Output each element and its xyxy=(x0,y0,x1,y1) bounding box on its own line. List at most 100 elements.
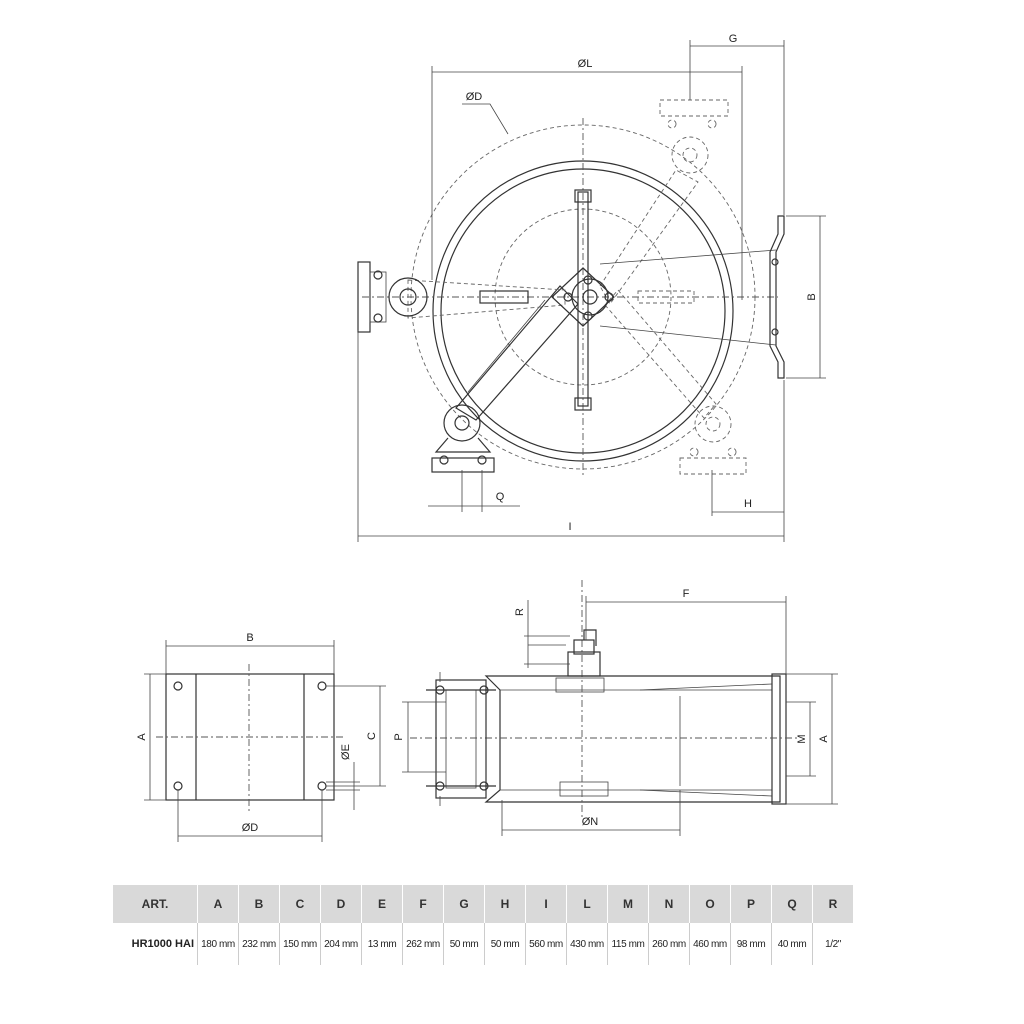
lower-right-pivot xyxy=(694,405,732,443)
table-header-cell: E xyxy=(361,885,403,923)
reel-body-taper-bottom xyxy=(639,789,773,797)
side-view: R F P M A ØN xyxy=(393,580,838,836)
table-header-cell: L xyxy=(566,885,608,923)
dim-label-f: F xyxy=(683,588,690,600)
spoke-left-hidden xyxy=(407,279,566,319)
spoke-lower-right-hidden xyxy=(604,289,717,419)
hub-bolt-2 xyxy=(604,292,614,302)
table-header-cell: R xyxy=(812,885,853,923)
dim-label-m: M xyxy=(796,734,808,743)
hub-bolt-3 xyxy=(583,275,593,285)
upper-right-mount-bolt-2 xyxy=(707,119,717,129)
dim-label-n: ØN xyxy=(582,816,599,828)
table-cell: 13 mm xyxy=(361,923,403,965)
table-cell: 50 mm xyxy=(484,923,526,965)
dim-leader-d xyxy=(462,103,509,135)
reel-body-taper-top xyxy=(639,683,773,691)
dim-label-r: R xyxy=(514,608,526,616)
lower-left-mount-bolt-1 xyxy=(439,455,449,465)
table-header-cell: Q xyxy=(771,885,813,923)
table-header-cell: C xyxy=(279,885,321,923)
table-cell: 260 mm xyxy=(648,923,690,965)
table-cell: 1/2" xyxy=(812,923,853,965)
side-mount-bolt-4 xyxy=(479,781,489,791)
upper-right-pivot-inner xyxy=(682,147,698,163)
dim-label-p: P xyxy=(393,733,405,740)
hub-bar-vertical xyxy=(577,191,589,407)
bracket-bolt-bottom xyxy=(771,328,779,336)
hub-bar-horizontal-left xyxy=(479,290,529,304)
reel-body-outline xyxy=(484,675,781,803)
bracket-bolt-top xyxy=(771,258,779,266)
bracket-hole-br xyxy=(317,781,327,791)
lower-right-pivot-inner xyxy=(705,416,721,432)
upper-right-pivot xyxy=(671,136,709,174)
table-cell: 262 mm xyxy=(402,923,444,965)
spoke-lower-left xyxy=(455,285,579,421)
spoke-upper-right-hidden xyxy=(599,169,699,305)
reel-rib-bottom xyxy=(559,781,609,797)
hub-bar-horizontal-right xyxy=(637,290,695,304)
left-mount-bolt-bottom xyxy=(373,313,383,323)
table-cell: 150 mm xyxy=(279,923,321,965)
side-mount-plate xyxy=(435,679,487,799)
inlet-elbow xyxy=(583,629,597,646)
lower-right-mount-base xyxy=(679,457,747,475)
table-cell: 460 mm xyxy=(689,923,731,965)
wall-bracket xyxy=(769,215,785,379)
lower-left-mount-base xyxy=(431,457,495,473)
table-header-art: ART. xyxy=(113,885,198,923)
table-row: HR1000 HAI 180 mm 232 mm 150 mm 204 mm 1… xyxy=(113,923,853,965)
upper-right-mount-base xyxy=(659,99,729,117)
dim-label-q: Q xyxy=(496,491,505,503)
dim-label-b-front: B xyxy=(806,293,818,300)
dim-label-a-side: A xyxy=(136,733,148,741)
table-header-cell: G xyxy=(443,885,485,923)
side-mount-bolt-2 xyxy=(435,781,445,791)
dim-label-i: I xyxy=(568,521,571,533)
bracket-hole-tl xyxy=(173,681,183,691)
dim-label-a-right: A xyxy=(818,735,830,743)
front-view: G ØL ØD B Q H I xyxy=(357,33,826,542)
table-header-cell: O xyxy=(689,885,731,923)
table-cell: 204 mm xyxy=(320,923,362,965)
dim-label-b-side: B xyxy=(246,632,253,644)
hub-cap-bottom xyxy=(574,397,592,411)
table-header-cell: A xyxy=(197,885,239,923)
table-header-row: ART. A B C D E F G H I L M N O P Q R xyxy=(113,885,853,923)
reel-rib-top xyxy=(555,677,605,693)
left-pivot-outer xyxy=(388,277,428,317)
table-header-cell: P xyxy=(730,885,772,923)
left-mount-bolt-top xyxy=(373,270,383,280)
hub-bolt-4 xyxy=(583,311,593,321)
hub-cap-top xyxy=(574,189,592,203)
hub-center xyxy=(582,289,598,305)
left-pivot-inner xyxy=(399,288,417,306)
hub-plate xyxy=(551,267,615,327)
dim-label-d: ØD xyxy=(466,91,483,103)
lower-left-pivot-inner xyxy=(454,415,470,431)
table-cell: 98 mm xyxy=(730,923,772,965)
upper-right-mount-bolt-1 xyxy=(667,119,677,129)
dimensions-table: ART. A B C D E F G H I L M N O P Q R HR1… xyxy=(113,885,853,965)
technical-drawing: G ØL ØD B Q H I xyxy=(136,33,838,842)
table-cell: 180 mm xyxy=(197,923,239,965)
lower-left-mount-bolt-2 xyxy=(477,455,487,465)
table-cell: 40 mm xyxy=(771,923,813,965)
lower-right-mount-bolt-1 xyxy=(689,447,699,457)
reel-disc-outer xyxy=(432,160,734,462)
table-header-cell: B xyxy=(238,885,280,923)
guide-line-upper xyxy=(599,249,777,265)
bracket-hole-tr xyxy=(317,681,327,691)
table-header-cell: N xyxy=(648,885,690,923)
table-cell: 430 mm xyxy=(566,923,608,965)
bracket-view: B A ØD C ØE xyxy=(136,632,386,842)
side-mount-inner xyxy=(445,689,477,789)
table-model-cell: HR1000 HAI xyxy=(131,938,194,950)
dim-label-h: H xyxy=(744,498,752,510)
dim-label-g: G xyxy=(729,33,738,45)
table-header-cell: F xyxy=(402,885,444,923)
side-mount-bolt-3 xyxy=(479,685,489,695)
side-mount-bolt-1 xyxy=(435,685,445,695)
table-cell: 115 mm xyxy=(607,923,649,965)
